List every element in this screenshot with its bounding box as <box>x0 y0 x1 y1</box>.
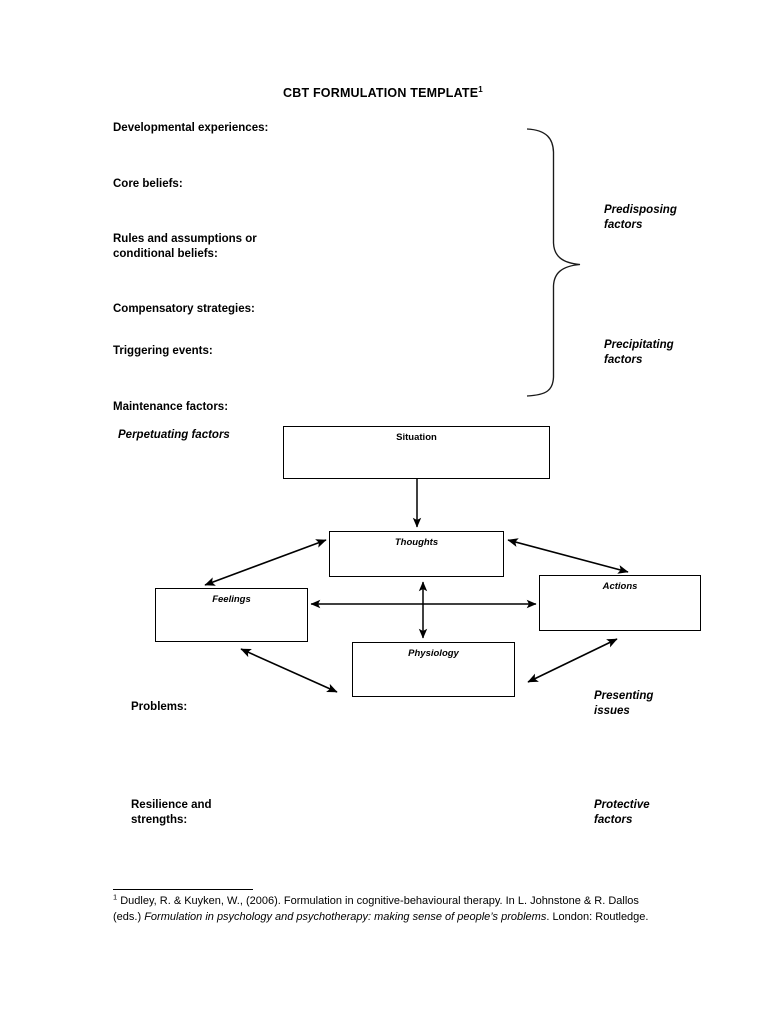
diagram-box-thoughts-label: Thoughts <box>394 537 439 548</box>
footnote-book-title: Formulation in psychology and psychother… <box>144 911 547 923</box>
diagram-box-physiology-label: Physiology <box>408 648 459 659</box>
arrow-thoughts-actions <box>507 538 629 574</box>
diagram-box-thoughts: Thoughts <box>329 531 504 577</box>
label-resilience-and-strengths: Resilience and strengths: <box>131 799 212 826</box>
footnote-marker: 1 <box>113 892 118 902</box>
label-triggering-events: Triggering events: <box>113 345 213 357</box>
diagram-box-actions-label: Actions <box>602 581 638 592</box>
footnote: 1 Dudley, R. & Kuyken, W., (2006). Formu… <box>113 893 658 925</box>
label-predisposing-factors: Predisposing factors <box>604 204 677 231</box>
page-title-text: CBT FORMULATION TEMPLATE <box>283 86 479 100</box>
label-compensatory-strategies: Compensatory strategies: <box>113 303 255 315</box>
diagram-box-feelings: Feelings <box>155 588 308 642</box>
label-maintenance-factors: Maintenance factors: <box>113 401 229 413</box>
label-perpetuating-factors: Perpetuating factors <box>118 429 230 441</box>
page-title: CBT FORMULATION TEMPLATE1 <box>283 84 483 100</box>
diagram-box-actions: Actions <box>539 575 701 631</box>
footnote-separator <box>113 889 253 890</box>
label-precipitating-factors: Precipitating factors <box>604 339 674 366</box>
page-title-footnote-marker: 1 <box>478 84 483 94</box>
label-presenting-issues: Presenting issues <box>594 690 654 717</box>
diagram-box-feelings-label: Feelings <box>212 594 251 605</box>
arrow-physiology-actions <box>527 638 618 683</box>
footnote-text-part1: Dudley, R. & Kuyken, W., (2006). Formula… <box>113 895 639 923</box>
footnote-text-part2: . London: Routledge. <box>546 911 649 923</box>
diagram-box-situation-label: Situation <box>396 432 437 443</box>
arrow-thoughts-feelings <box>204 539 327 586</box>
label-problems: Problems: <box>131 701 188 713</box>
diagram-box-physiology: Physiology <box>352 642 515 697</box>
label-protective-factors: Protective factors <box>594 799 650 826</box>
diagram-box-situation: Situation <box>283 426 550 479</box>
label-core-beliefs: Core beliefs: <box>113 178 183 190</box>
label-rules-and-assumptions: Rules and assumptions or conditional bel… <box>113 233 257 260</box>
label-developmental-experiences: Developmental experiences: <box>113 122 269 134</box>
arrow-feelings-physiology <box>240 648 338 693</box>
grouping-brace <box>526 128 581 397</box>
